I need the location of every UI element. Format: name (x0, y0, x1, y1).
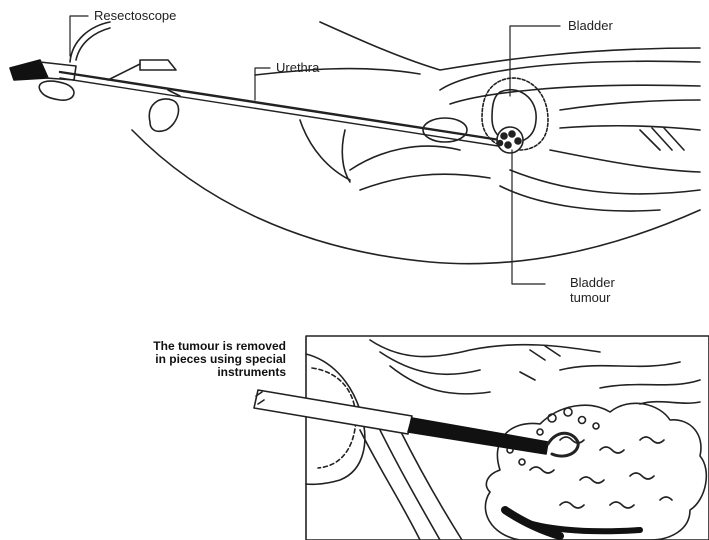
leader-urethra (255, 68, 270, 100)
label-bladder-tumour-line1: Bladder (570, 275, 615, 290)
cutting-loop (548, 433, 578, 456)
instrument-sheath (254, 390, 412, 434)
leader-bladder (510, 26, 560, 96)
leader-bladder-tumour (512, 150, 545, 284)
procedure-caption: The tumour is removed in pieces using sp… (46, 340, 286, 379)
label-bladder-tumour: Bladder tumour (570, 275, 615, 305)
label-bladder-tumour-line2: tumour (570, 290, 615, 305)
finger-loop-left (39, 81, 74, 100)
bottom-closeup-panel (254, 336, 709, 540)
body-outline (132, 130, 700, 264)
top-anatomy-panel (10, 16, 700, 284)
label-resectoscope: Resectoscope (94, 8, 176, 23)
label-bladder: Bladder (568, 18, 613, 33)
resectoscope-shaft (60, 72, 500, 140)
caption-line-3: instruments (46, 366, 286, 379)
bladder-tumour (497, 127, 523, 153)
finger-loop-right (149, 99, 178, 131)
label-urethra: Urethra (276, 60, 319, 75)
light-cable (70, 22, 110, 62)
